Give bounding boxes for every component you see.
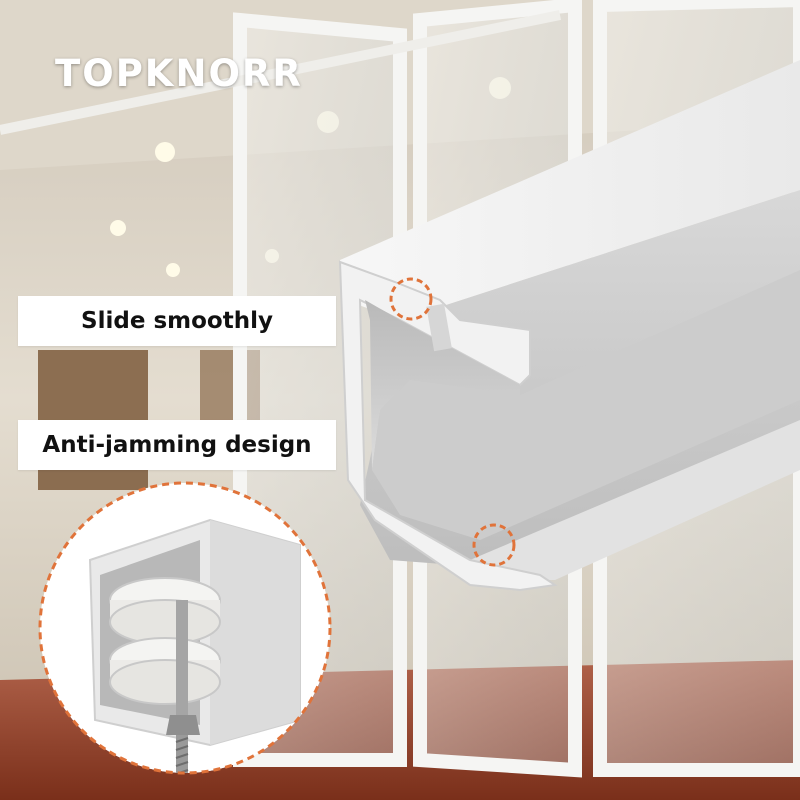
feature-label-anti-jam: Anti-jamming design [18, 420, 336, 470]
aluminum-track [338, 60, 800, 592]
door-header [0, 10, 562, 135]
brand-watermark: TOPKNORR [55, 52, 303, 95]
highlight-markers [389, 277, 516, 567]
roller-detail-zoom [38, 481, 332, 775]
feature-label-slide: Slide smoothly [18, 296, 336, 346]
